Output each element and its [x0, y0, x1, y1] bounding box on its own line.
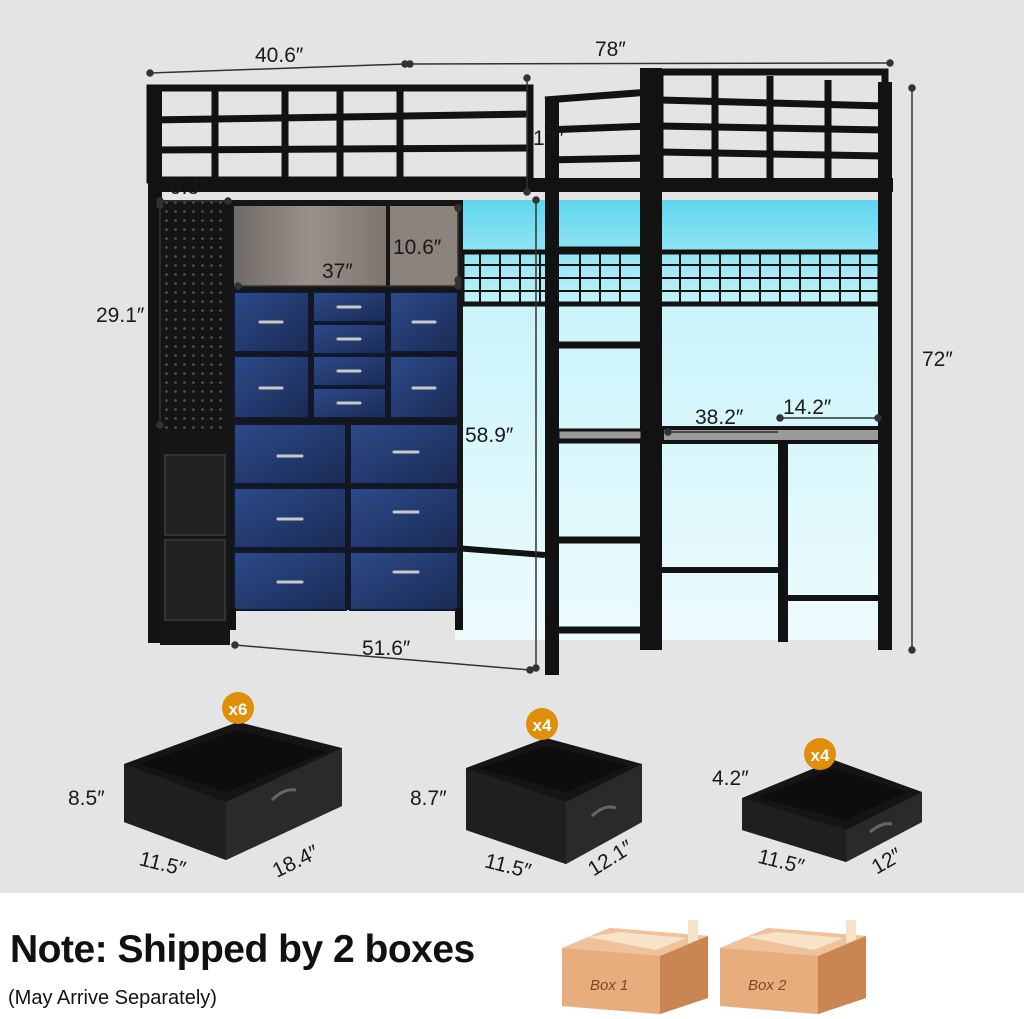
loft-bed-diagram: 40.6″ 78″ 13″ 9.3″ 10.6″ 37″ 29.1″ 72″ 5…	[68, 38, 953, 883]
box-2-label: Box 2	[748, 977, 787, 994]
svg-text:x4: x4	[811, 746, 830, 765]
box-1-label: Box 1	[590, 977, 628, 994]
drawer-large-width: 18.4″	[269, 841, 323, 883]
dim-desk-width: 38.2″	[695, 406, 744, 429]
bed-posts	[148, 68, 892, 675]
dim-length: 78″	[595, 38, 626, 61]
drawer-count-badge	[222, 692, 254, 724]
led-backlight-panel	[455, 200, 885, 640]
dresser-open-shelf	[234, 206, 386, 286]
dim-width-left: 40.6″	[255, 44, 304, 67]
dimension-lines	[146, 59, 916, 674]
svg-text:x6: x6	[229, 700, 248, 719]
drawer-medium: x4 8.7″ 11.5″ 12.1″	[410, 708, 642, 883]
drawer-medium-height: 8.7″	[410, 787, 447, 810]
shipping-boxes: Box 1 Box 2	[562, 920, 866, 1014]
box-2: Box 2	[720, 920, 866, 1014]
drawer-small-height: 4.2″	[712, 767, 749, 790]
shipping-note-title: Note: Shipped by 2 boxes	[10, 928, 475, 971]
dim-dresser-width: 51.6″	[362, 637, 411, 660]
svg-text:x4: x4	[533, 716, 552, 735]
drawer-large: x6 8.5″ 11.5″ 18.4″	[68, 692, 342, 883]
drawer-small-width: 12″	[868, 843, 907, 879]
dim-pegboard-width: 9.3″	[170, 176, 207, 199]
dim-dresser-height: 58.9″	[465, 424, 514, 447]
dim-pegboard-height: 29.1″	[96, 304, 145, 327]
drawer-small: x4 4.2″ 11.5″ 12″	[712, 738, 922, 879]
dim-bed-height: 72″	[922, 348, 953, 371]
product-image-area: 40.6″ 78″ 13″ 9.3″ 10.6″ 37″ 29.1″ 72″ 5…	[0, 0, 1024, 893]
dim-shelf-height: 10.6″	[393, 236, 442, 259]
box-1: Box 1	[562, 920, 708, 1014]
pegboard	[160, 200, 230, 645]
dim-guardrail-height: 13″	[533, 127, 564, 150]
shipping-note-subtitle: (May Arrive Separately)	[8, 987, 217, 1009]
guardrail-right	[544, 68, 889, 186]
drawer-small-depth: 11.5″	[756, 845, 807, 879]
dresser	[228, 200, 463, 630]
drawer-large-depth: 11.5″	[137, 847, 188, 881]
drawer-count-badge	[526, 708, 558, 740]
dim-desk-depth: 14.2″	[783, 396, 832, 419]
drawer-large-height: 8.5″	[68, 787, 105, 810]
drawer-count-badge	[804, 738, 836, 770]
drawer-medium-depth: 11.5″	[482, 850, 533, 884]
dim-shelf-width: 37″	[322, 260, 353, 283]
guardrail-left	[146, 84, 534, 184]
